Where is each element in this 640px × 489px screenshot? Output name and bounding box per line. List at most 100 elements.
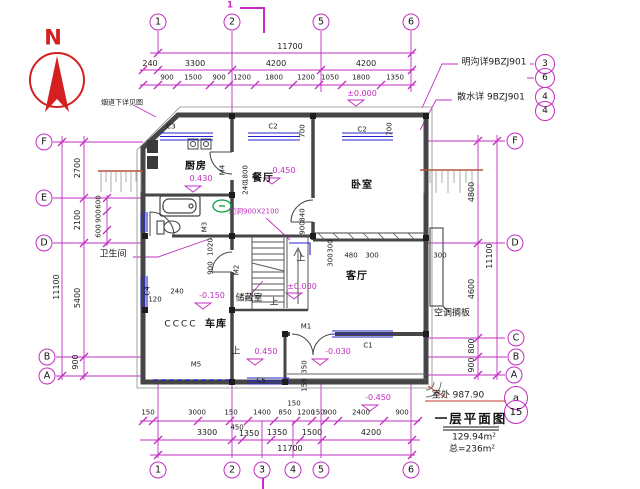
window-tag-c2: C2 [268,122,278,131]
window-glyphs [140,132,393,385]
dim: 4200 [355,59,377,68]
note-corner: 烟道下详见图 [101,98,143,107]
grid-bubble-top-5: 5 [312,13,330,31]
dim: 900 [395,408,409,417]
grid-bubble-right-d: D [506,234,524,252]
dim: 4600 [467,278,476,300]
grid-bubble-bottom-1: 1 [149,461,167,479]
stair-up-label: 上 [231,346,241,357]
drawing-total-area: 总=236m² [448,444,496,455]
dim: 5400 [73,287,82,309]
dim: 1400 [253,408,271,417]
dim: 240 [241,181,250,195]
level-site: ±0.000 [347,89,377,98]
dim: 900 [71,354,80,370]
kitchen-stove [187,138,212,150]
dim: 1200 [297,73,315,82]
dimension-ticks [57,48,502,460]
window-tag-c1: C1 [363,341,373,350]
level-outside: -0.450 [365,393,391,402]
dim: 350 [300,360,309,374]
section-mark-line [240,7,265,489]
dim: 1800 [241,165,250,183]
level-kitchen: 0.430 [189,174,213,183]
drawing-area: 129.94m² [452,432,496,443]
dim: 840 [298,208,307,222]
dim: 300 [326,253,335,267]
door-tag-m4: M4 [218,164,227,176]
level-porch: -0.030 [325,347,351,356]
dim: 2100 [73,209,82,231]
dim-right-total: 11100 [485,243,494,269]
grid-bubble-top-1: 1 [149,13,167,31]
porch-steps [287,373,442,398]
dim: 900 [206,261,215,275]
grid-bubble-right-f: F [506,132,524,150]
eave-outline [136,106,433,389]
grid-bubble-bottom-5: 5 [312,461,330,479]
bathtub [159,195,201,217]
door-tag-m2: M2 [232,264,241,276]
grid-bubble-right-b: B [507,348,525,366]
room-label-living: 客厅 [346,271,368,282]
detail-bubble-gutter-bottom: 6 [535,68,555,88]
drawing-title: 一层平面图 [434,410,508,426]
dim: 150 [300,378,309,392]
dim: 1020 [206,238,215,256]
note-door-opening: 门洞900X2100 [229,207,279,216]
stair-up-label: 上 [296,253,306,264]
note-gutter: 明沟详9BZJ901 [461,57,527,68]
grid-bubble-right-a: A [505,366,523,384]
dim: 4200 [360,428,382,437]
grid-bubble-left-e: E [35,189,53,207]
dim: 1500 [301,428,323,437]
north-arrow-icon [29,52,85,112]
dim: 450 [230,423,244,432]
north-label: N [44,25,62,50]
dim: 900 [323,408,337,417]
kitchen-counter [147,140,158,169]
ac-shelf [429,227,450,313]
dim: 700 [298,124,307,138]
staircase [251,236,309,310]
title-underline [443,426,499,431]
dim: 900 [212,73,226,82]
ground-lines [98,169,483,172]
dim: 150 [311,408,325,417]
dim: 150 [287,399,301,408]
dim: 900 [298,221,307,235]
dim: 1350 [238,429,260,438]
dim: 4200 [265,59,287,68]
window-tag-c4: C4 [143,286,152,296]
dim: 600 [94,224,103,238]
note-apron: 散水详 9BZJ901 [457,92,525,103]
dim: 900 [467,357,476,373]
dim: 850 [278,408,292,417]
room-label-storage: 储藏室 [235,293,263,304]
dim-left-total: 11100 [52,274,61,300]
dim: 800 [467,338,476,354]
dim: 240 [170,287,184,296]
dim: 150 [224,408,238,417]
room-label-kitchen: 厨房 [185,161,207,172]
stair-up-label: 上 [269,297,279,308]
door-swings [149,151,335,356]
dim: 1050 [321,73,339,82]
grid-bubble-left-f: F [35,133,53,151]
level-dining: 0.450 [272,166,296,175]
dim: 3300 [196,428,218,437]
window-tag-c3: C3 [166,122,176,131]
room-label-garage: 车库 [205,319,227,330]
ground-hatch [100,171,479,193]
dim: 1200 [297,408,315,417]
detail-bubble-apron-bottom: 4 [535,101,555,121]
note-ac-shelf: 空调搁板 [433,308,471,319]
grid-bubble-bottom-2: 2 [223,461,241,479]
dim: 1200 [233,73,251,82]
note-outdoor-elevation: 室外 987.90 [431,390,485,401]
dim: 1800 [352,73,370,82]
grid-bubble-top-6: 6 [402,13,420,31]
dim: 1800 [265,73,283,82]
